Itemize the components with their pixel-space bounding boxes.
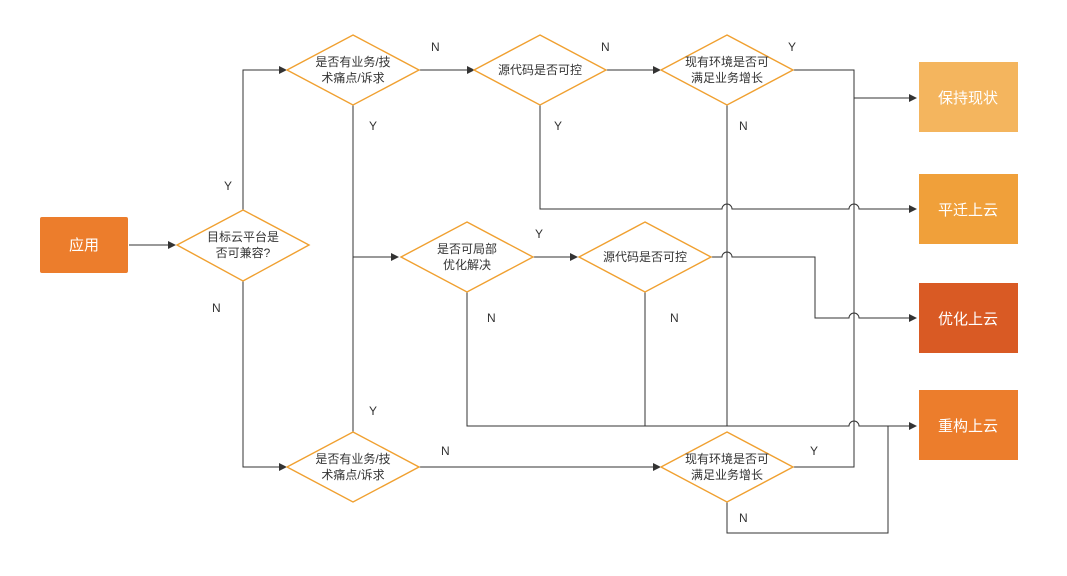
label-compat-n: N	[212, 301, 221, 315]
src-top-decision: 源代码是否可控	[472, 34, 608, 106]
label-envtop-y: Y	[788, 40, 796, 54]
label-envbottom-n: N	[739, 511, 748, 525]
src-mid-decision: 源代码是否可控	[577, 221, 713, 293]
edge-labels: Y N N Y N Y Y N Y N N Y N Y N	[212, 40, 818, 525]
label-srctop-y: Y	[554, 119, 562, 133]
outcome-rehost: 平迁上云	[919, 174, 1018, 244]
biz-top-label-2: 术痛点/诉求	[321, 70, 384, 85]
compat-decision: 目标云平台是 否可兼容?	[175, 209, 311, 282]
edge-envbottom-refactor	[726, 426, 889, 534]
label-localopt-y: Y	[535, 227, 543, 241]
env-bottom-label-1: 现有环境是否可	[685, 451, 769, 466]
src-mid-diamond	[577, 221, 713, 293]
edge-compat-bizbottom	[242, 281, 287, 471]
label-biztop-n: N	[431, 40, 440, 54]
label-compat-y: Y	[224, 179, 232, 193]
edge-envtop-keep	[793, 69, 917, 102]
env-top-decision: 现有环境是否可 满足业务增长	[659, 34, 795, 106]
src-top-label: 源代码是否可控	[498, 63, 582, 77]
rehost-label: 平迁上云	[938, 202, 998, 219]
local-opt-label-1: 是否可局部	[437, 241, 497, 256]
env-bottom-label-2: 满足业务增长	[691, 467, 763, 482]
label-localopt-n: N	[487, 311, 496, 325]
src-top-diamond	[472, 34, 608, 106]
edge-envbottom-keep	[793, 98, 855, 468]
label-biztop-y: Y	[369, 119, 377, 133]
start-box	[40, 217, 128, 273]
edge-localopt-refactor	[466, 292, 917, 430]
biz-bottom-diamond	[285, 431, 421, 503]
label-envtop-n: N	[739, 119, 748, 133]
biz-top-decision: 是否有业务/技 术痛点/诉求	[285, 34, 421, 106]
env-top-label-2: 满足业务增长	[691, 70, 763, 85]
edge-srctop-rehost	[539, 105, 917, 213]
biz-top-label-1: 是否有业务/技	[315, 54, 390, 69]
label-srctop-n: N	[601, 40, 610, 54]
label-bizbottom-y: Y	[369, 404, 377, 418]
env-top-diamond	[659, 34, 795, 106]
label-bizbottom-n: N	[441, 444, 450, 458]
keep-label: 保持现状	[938, 90, 998, 107]
keep-box	[919, 62, 1018, 132]
replatform-box	[919, 283, 1018, 353]
biz-bottom-decision: 是否有业务/技 术痛点/诉求	[285, 431, 421, 503]
label-srcmid-n: N	[670, 311, 679, 325]
start-node: 应用	[40, 217, 128, 273]
biz-bottom-label-1: 是否有业务/技	[315, 451, 390, 466]
biz-bottom-label-2: 术痛点/诉求	[321, 467, 384, 482]
local-opt-label-2: 优化解决	[443, 258, 491, 272]
edges	[129, 66, 917, 534]
start-label: 应用	[69, 236, 99, 254]
outcome-keep: 保持现状	[919, 62, 1018, 132]
local-opt-diamond	[399, 221, 535, 293]
env-bottom-diamond	[659, 431, 795, 503]
edge-compat-biztop	[242, 66, 287, 210]
edge-srcmid-replatform	[710, 251, 917, 322]
refactor-label: 重构上云	[938, 418, 998, 435]
label-envbottom-y: Y	[810, 444, 818, 458]
outcome-refactor: 重构上云	[919, 390, 1018, 460]
refactor-box	[919, 390, 1018, 460]
replatform-label: 优化上云	[938, 311, 998, 328]
compat-diamond	[175, 209, 311, 282]
env-bottom-decision: 现有环境是否可 满足业务增长	[659, 431, 795, 503]
env-top-label-1: 现有环境是否可	[685, 54, 769, 69]
rehost-box	[919, 174, 1018, 244]
local-opt-decision: 是否可局部 优化解决	[399, 221, 535, 293]
compat-label-2: 否可兼容?	[216, 245, 271, 260]
src-mid-label: 源代码是否可控	[603, 250, 687, 264]
biz-top-diamond	[285, 34, 421, 106]
compat-label-1: 目标云平台是	[207, 229, 279, 244]
outcome-replatform: 优化上云	[919, 283, 1018, 353]
